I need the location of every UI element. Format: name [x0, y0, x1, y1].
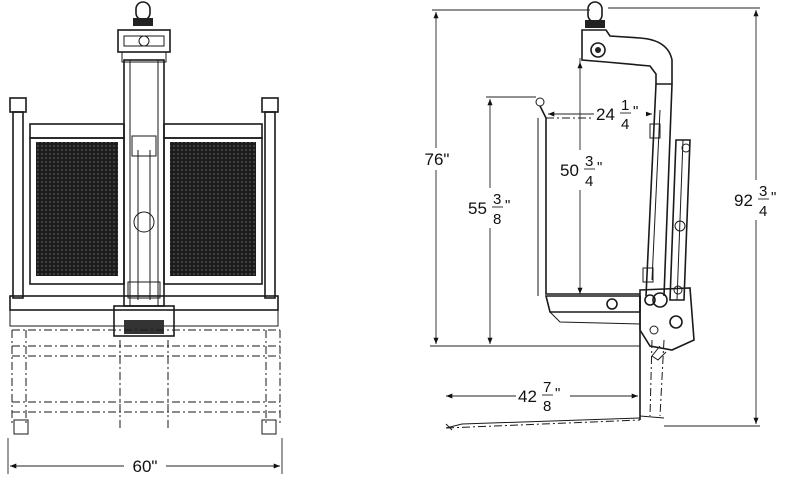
top-offset-unit: " — [633, 103, 638, 120]
carriage-side — [544, 287, 695, 361]
left-post — [9, 97, 27, 299]
fork-length-whole: 42 — [518, 387, 537, 406]
mesh-panel-left — [36, 142, 118, 276]
lift-cylinder — [669, 139, 691, 301]
inner-height-unit: " — [597, 159, 602, 176]
carriage-front — [9, 295, 279, 337]
dimension-fork-length: 42 7 8 " — [446, 376, 638, 415]
front-view: 60" — [7, 1, 283, 476]
mast-side — [642, 83, 673, 297]
inner-height-den: 4 — [585, 173, 593, 190]
overall-height-num: 3 — [759, 183, 767, 200]
overall-height-den: 4 — [759, 203, 767, 220]
mast-height-label: 76" — [425, 150, 450, 169]
carriage-phantom-front — [11, 329, 281, 435]
lower-frame-side — [639, 296, 665, 420]
backrest-height-unit: " — [505, 197, 510, 214]
overall-height-unit: " — [771, 189, 776, 206]
dimension-top-offset: 24 1 4 " — [548, 96, 652, 133]
mast-front — [123, 59, 165, 307]
mesh-panel-right — [170, 142, 256, 276]
top-offset-num: 1 — [621, 97, 629, 114]
width-label: 60" — [133, 457, 158, 476]
screen-frame — [29, 123, 263, 285]
inner-height-num: 3 — [585, 153, 593, 170]
lifting-eye-front — [133, 1, 153, 26]
fork-length-num: 7 — [543, 379, 551, 396]
dimension-mast-height: 76" — [414, 12, 460, 344]
dimension-overall-height: 92 3 4 " — [732, 10, 788, 424]
fork-length-unit: " — [555, 385, 560, 402]
top-arm — [581, 29, 673, 85]
top-offset-whole: 24 — [596, 105, 615, 124]
side-view: 76" 55 3 8 " 50 3 4 " 24 1 — [414, 1, 788, 431]
backrest-height-whole: 55 — [468, 199, 487, 218]
dimension-inner-height: 50 3 4 " — [558, 62, 610, 294]
dimension-width: 60" — [7, 438, 283, 476]
right-post — [261, 97, 279, 299]
fork-length-den: 8 — [543, 398, 551, 415]
inner-height-whole: 50 — [560, 161, 579, 180]
overall-height-whole: 92 — [734, 191, 753, 210]
lifting-eye-side — [585, 1, 605, 28]
top-offset-den: 4 — [621, 116, 629, 133]
mast-head-front — [117, 29, 171, 63]
backrest-height-num: 3 — [493, 191, 501, 208]
backrest-height-den: 8 — [493, 211, 501, 228]
dimension-backrest-height: 55 3 8 " — [466, 99, 518, 344]
